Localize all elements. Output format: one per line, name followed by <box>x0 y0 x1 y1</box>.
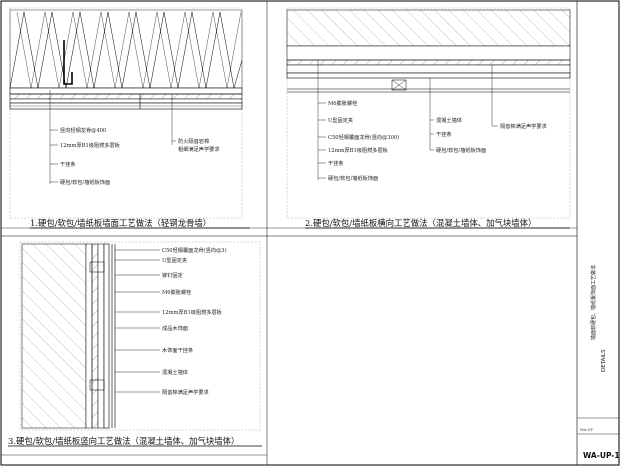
detail-2-caption: 2.硬包/软包/墙纸板横向工艺做法（混凝土墙体、加气块墙体） <box>305 218 536 228</box>
d2-callout-strip: 干挂条 <box>328 159 344 167</box>
sheet-side-title: DETAILS <box>601 349 607 372</box>
d3-callout-board: 12mm厚B1级阻燃多层板 <box>162 308 223 316</box>
d3-callout-rivet: 铆钉固定 <box>162 271 183 279</box>
d1-callout-finish: 硬包/软包/墙纸板饰面 <box>60 178 110 186</box>
d1-callout-rockwool: 防火隔音岩棉 <box>178 137 209 145</box>
detail-3-caption: 3.硬包/软包/墙纸板竖向工艺做法（混凝土墙体、加气块墙体） <box>8 436 239 446</box>
d1-callout-board: 12mm厚B1级阻燃多层板 <box>60 141 121 149</box>
d3-callout-veneer-strip: 木饰面干挂条 <box>162 346 193 354</box>
d2-callout-acoustic: 隔音棉满足声学要求 <box>500 122 548 130</box>
detail-3: C50轻钢覆面龙骨(竖向@3) U型固定夹 铆钉固定 M6膨胀螺栓 12mm厚B… <box>8 241 262 447</box>
d2-callout-concrete: 混凝土墙体 <box>436 116 463 124</box>
d3-callout-veneer: 成品木饰面 <box>162 324 188 332</box>
d2-callout-keel: C50轻钢覆面龙骨(竖向@300) <box>328 133 399 141</box>
d3-callout-concrete: 混凝土墙体 <box>162 368 189 376</box>
d1-callout-stud: 竖向轻钢龙骨@400 <box>60 126 106 134</box>
d2-callout-clip: U型固定夹 <box>328 116 353 124</box>
d3-callout-bolt: M6膨胀螺栓 <box>162 288 192 296</box>
detail-2: M6膨胀螺栓 U型固定夹 C50轻钢覆面龙骨(竖向@300) 12mm厚B1级阻… <box>286 7 571 229</box>
sheet-side-subtitle: 墙面软硬包、墙纸板饰面工艺做法 <box>590 265 597 340</box>
sheet-number: WA-UP-1. <box>583 451 620 460</box>
d2-callout-finish: 硬包/软包/墙纸板饰面 <box>328 174 378 182</box>
d3-callout-clip: U型固定夹 <box>162 256 187 264</box>
d3-callout-acoustic: 隔音棉满足声学要求 <box>162 388 210 396</box>
d3-callout-keel: C50轻钢覆面龙骨(竖向@3) <box>162 246 227 254</box>
d2-callout-finish-2: 硬包/软包/墙纸板饰面 <box>436 146 486 154</box>
detail-1: 竖向轻钢龙骨@400 12mm厚B1级阻燃多层板 干挂条 硬包/软包/墙纸板饰面… <box>9 7 250 229</box>
d1-callout-acoustic: 粗细满足声学要求 <box>178 145 220 153</box>
d1-callout-strip: 干挂条 <box>60 160 76 168</box>
d2-callout-strip-2: 干挂条 <box>436 130 452 138</box>
sheet-stamp: WA-UP <box>580 428 593 432</box>
title-strip: DETAILS 墙面软硬包、墙纸板饰面工艺做法 WA-UP WA-UP-1. <box>577 265 620 460</box>
detail-1-caption: 1.硬包/软包/墙纸板墙面工艺做法（轻钢龙骨墙） <box>30 218 211 228</box>
d2-callout-bolt: M6膨胀螺栓 <box>328 99 358 107</box>
d2-callout-board: 12mm厚B1级阻燃多层板 <box>328 146 389 154</box>
